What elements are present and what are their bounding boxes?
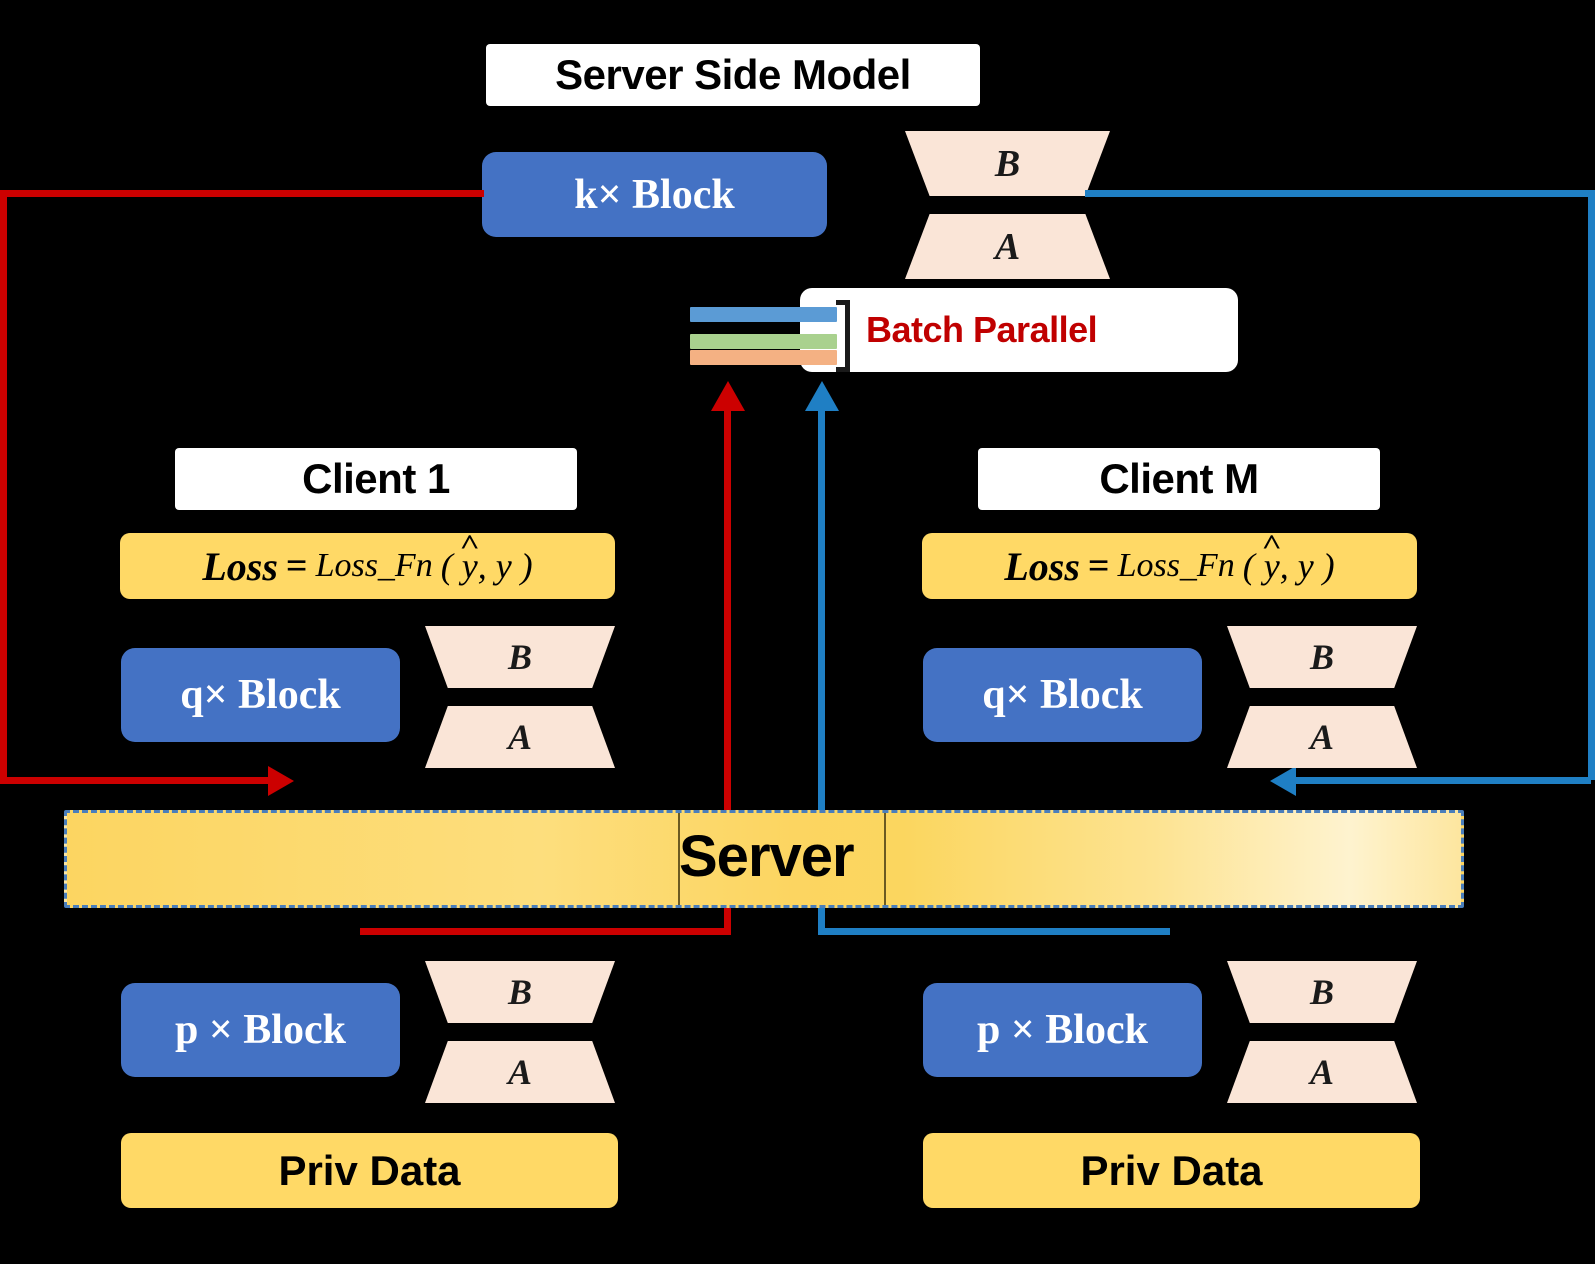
client-1-upper-lora-b: B [425,626,615,688]
client-m-loss-arg-pred: y [1264,545,1280,587]
client-m-loss-comma: , [1279,546,1289,586]
blue-loop-arrowhead-left [1270,766,1296,796]
client-1-loss-comma: , [477,546,487,586]
client-1-title-text: Client 1 [302,455,450,502]
client-m-title: Client M [978,448,1380,510]
client-1-lower-lora-b: B [425,961,615,1023]
client-m-upper-lora-a-label: A [1309,717,1334,757]
server-lora-a: A [905,214,1110,279]
server-k-block-label: k× Block [574,171,735,218]
red-loop-arrowhead-right [268,766,294,796]
client-m-loss-args: ( y, y ) [1235,545,1335,587]
red-flow-arrowhead-up [711,381,745,411]
blue-loop-top-horizontal [1085,190,1595,197]
blue-flow-bottom-horizontal [818,928,1170,935]
blue-flow-arrowhead-up [805,381,839,411]
client-1-upper-lora-a-label: A [507,717,532,757]
client-m-upper-lora-b: B [1227,626,1417,688]
server-bar [64,810,1464,908]
client-1-p-block-label: p × Block [175,1007,346,1053]
client-m-title-text: Client M [1099,455,1259,502]
client-m-q-block-label: q× Block [982,672,1143,718]
client-1-loss-fn: Loss_Fn [315,547,433,584]
server-bar-divider-right [884,813,886,905]
client-1-loss-arg-pred: y [462,545,478,587]
client-1-loss-arg-true: y [495,546,512,586]
client-m-lower-lora-b: B [1227,961,1417,1023]
client-1-q-block-label: q× Block [180,672,341,718]
client-m-priv-data: Priv Data [923,1133,1420,1208]
client-m-loss-fn: Loss_Fn [1117,547,1235,584]
client-m-upper-lora-b-label: B [1309,637,1334,677]
client-1-upper-lora-b-label: B [507,637,532,677]
client-1-title: Client 1 [175,448,577,510]
server-bar-divider-left [678,813,680,905]
client-1-q-block[interactable]: q× Block [121,648,400,742]
batch-parallel-bracket [836,300,850,372]
client-m-loss-arg-true: y [1297,546,1314,586]
client-1-loss-box: Loss = Loss_Fn ( y, y ) [120,533,615,599]
server-lora-b-label: B [994,142,1021,185]
client-1-loss-open-paren: ( [440,546,453,586]
batch-parallel-orange-bar [690,350,837,365]
server-lora-b: B [905,131,1110,196]
client-m-loss-box: Loss = Loss_Fn ( y, y ) [922,533,1417,599]
client-m-q-block[interactable]: q× Block [923,648,1202,742]
client-m-loss-close-paren: ) [1322,546,1335,586]
batch-parallel-label: Batch Parallel [866,309,1098,350]
client-m-p-block-label: p × Block [977,1007,1148,1053]
client-1-lower-lora-a: A [425,1041,615,1103]
client-1-loss-lhs: Loss [202,543,278,589]
blue-loop-bottom-horizontal [1296,777,1591,784]
batch-parallel-card: Batch Parallel [800,288,1238,372]
client-m-lower-lora-a: A [1227,1041,1417,1103]
client-1-priv-data: Priv Data [121,1133,618,1208]
batch-parallel-blue-bar [690,307,837,322]
batch-parallel-green-bar [690,334,837,349]
blue-loop-right-vertical [1588,190,1595,780]
server-bar-label: Server [679,824,855,889]
client-m-loss-lhs: Loss [1004,543,1080,589]
red-loop-left-vertical [0,190,7,780]
client-1-loss-args: ( y, y ) [433,545,533,587]
red-loop-bottom-horizontal [0,777,270,784]
client-m-lower-lora-a-label: A [1309,1052,1334,1092]
client-1-lower-lora-b-label: B [507,972,532,1012]
client-m-loss-equals: = [1087,545,1110,587]
server-k-block[interactable]: k× Block [482,152,827,237]
client-m-upper-lora-a: A [1227,706,1417,768]
server-lora-a-label: A [994,225,1021,268]
blue-flow-vertical [818,398,825,935]
client-m-priv-data-label: Priv Data [1080,1146,1263,1194]
client-1-upper-lora-a: A [425,706,615,768]
client-m-loss-open-paren: ( [1242,546,1255,586]
client-1-priv-data-label: Priv Data [278,1146,461,1194]
red-flow-bottom-horizontal [360,928,728,935]
red-flow-vertical [724,398,731,935]
client-1-loss-equals: = [285,545,308,587]
client-m-p-block[interactable]: p × Block [923,983,1202,1077]
client-1-lower-lora-a-label: A [507,1052,532,1092]
client-m-lower-lora-b-label: B [1309,972,1334,1012]
client-1-p-block[interactable]: p × Block [121,983,400,1077]
server-side-model-title: Server Side Model [486,44,980,106]
server-side-model-title-text: Server Side Model [555,51,911,98]
red-loop-top-horizontal [0,190,484,197]
client-1-loss-close-paren: ) [520,546,533,586]
